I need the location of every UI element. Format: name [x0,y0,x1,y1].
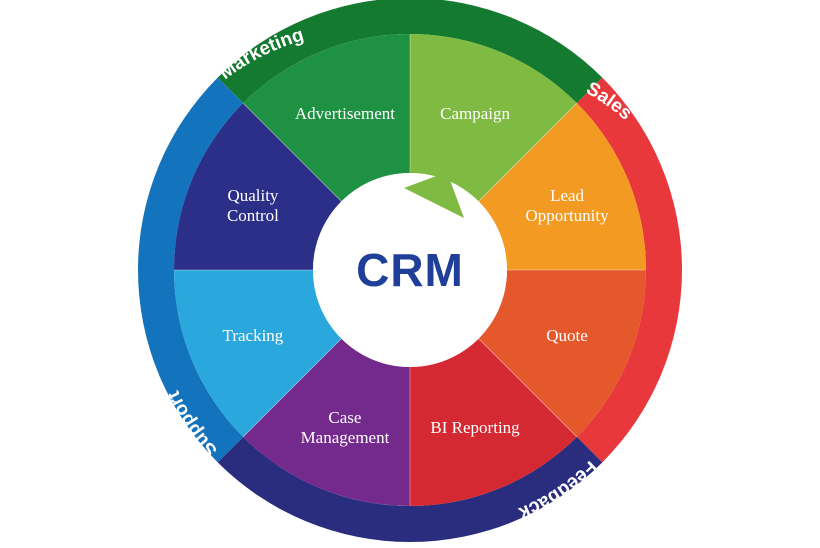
ring-band-marketing [217,0,603,104]
segment-label-tracking: Tracking [223,326,284,345]
segment-quality [174,103,342,270]
segment-divider [478,338,578,438]
segment-label-line: Tracking [223,326,284,345]
ring-band-sales [576,77,682,463]
segment-label-line: Lead [550,186,584,205]
segment-label-advert: Advertisement [295,104,395,123]
segment-advert [243,34,410,202]
segment-lead [478,103,646,270]
segment-divider [242,338,342,438]
cycle-arrow-icon [404,172,464,218]
segment-label-line: Campaign [440,104,510,123]
segment-divider [242,102,342,202]
segment-label-line: Quality [227,186,278,205]
segment-label-bi: BI Reporting [430,418,520,437]
segment-label-line: BI Reporting [430,418,520,437]
segment-label-campaign: Campaign [440,104,510,123]
segment-campaign [410,34,577,202]
center-title: CRM [356,244,464,296]
segment-label-line: Case [328,408,361,427]
ring-band-support [138,77,244,463]
center-hub [313,173,507,367]
segment-quote [478,270,646,437]
segment-label-line: Quote [546,326,588,345]
segment-bi [410,338,577,506]
segment-divider [478,102,578,202]
ring-band-feedback [217,436,603,542]
segment-label-line: Management [301,428,390,447]
outer-ring [138,0,682,542]
segment-label-line: Advertisement [295,104,395,123]
segment-label-quote: Quote [546,326,588,345]
segment-tracking [174,270,342,437]
segment-label-line: Control [227,206,279,225]
segment-case [243,338,410,506]
segment-label-line: Opportunity [526,206,610,225]
